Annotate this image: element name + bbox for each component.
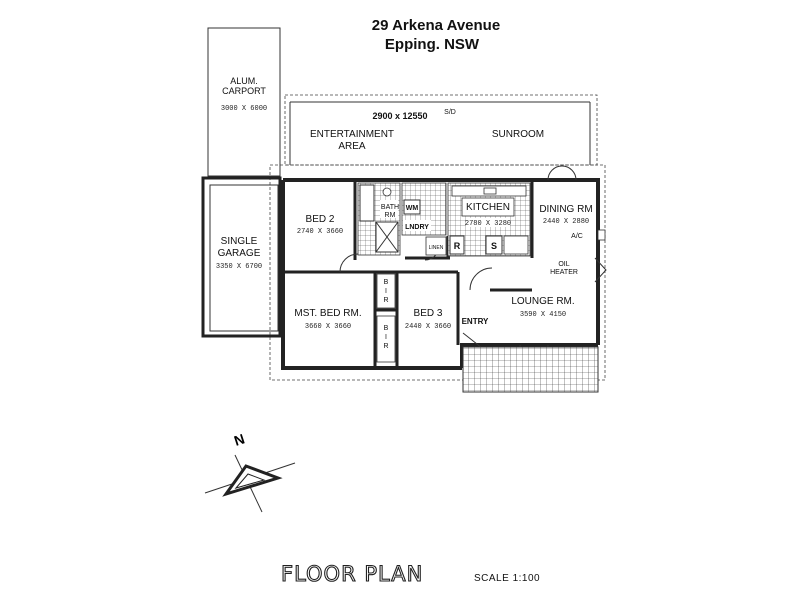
outdoor-dimensions: 2900 x 12550 xyxy=(372,111,427,121)
bathroom-label-2: RM xyxy=(385,212,396,219)
bir-1-letter-r: R xyxy=(383,297,388,304)
carport-label-2: CARPORT xyxy=(222,86,266,96)
built-in-robe-2: B I R xyxy=(376,315,396,363)
sliding-door-label: S/D xyxy=(444,109,456,116)
dining-label: DINING RM xyxy=(539,204,592,215)
oil-heater-label-2: HEATER xyxy=(550,269,578,276)
floor-plan-title: FLOOR PLAN xyxy=(281,562,423,586)
bir-1-letter-b: B xyxy=(384,279,389,286)
entertainment-area-label: ENTERTAINMENT xyxy=(310,129,394,140)
kitchen-label: KITCHEN xyxy=(466,202,510,213)
carport-dimensions: 3000 X 6000 xyxy=(221,105,267,113)
master-bedroom-dimensions: 3660 X 3660 xyxy=(305,323,351,331)
lounge-dimensions: 3590 X 4150 xyxy=(520,311,566,319)
bed-2: BED 2 2740 X 3660 xyxy=(297,214,343,236)
built-in-robe-1: B I R xyxy=(376,273,396,309)
refrigerator-label: R xyxy=(454,241,461,251)
linen-label: LINEN xyxy=(429,245,444,251)
garage-label: SINGLE xyxy=(221,236,258,247)
lounge-room: LOUNGE RM. 3590 X 4150 xyxy=(511,296,574,319)
stove-label: S xyxy=(491,241,497,251)
bir-2-letter-r: R xyxy=(383,343,388,350)
bed-3-dimensions: 2440 X 3660 xyxy=(405,323,451,331)
dining-dimensions: 2440 X 2880 xyxy=(543,218,589,226)
sunroom-label: SUNROOM xyxy=(492,129,544,140)
master-bedroom: MST. BED RM. 3660 X 3660 xyxy=(294,308,361,331)
garage: SINGLE GARAGE 3350 X 6700 xyxy=(201,176,282,338)
kitchen: KITCHEN 2780 X 3280 R S xyxy=(447,182,531,257)
bed-3-label: BED 3 xyxy=(414,308,443,319)
front-patio xyxy=(462,346,599,393)
laundry-label: LNDRY xyxy=(405,224,429,231)
lounge-label: LOUNGE RM. xyxy=(511,296,574,307)
bed-3: BED 3 2440 X 3660 xyxy=(405,308,451,331)
entry-label: ENTRY xyxy=(462,317,489,326)
address-suburb: Epping. NSW xyxy=(385,36,480,53)
outdoor-area: 2900 x 12550 S/D ENTERTAINMENT AREA SUNR… xyxy=(284,94,598,166)
north-arrow-icon: N xyxy=(204,431,296,513)
bir-2-letter-i: I xyxy=(385,334,387,341)
bir-1-letter-i: I xyxy=(385,288,387,295)
bathroom: BATH RM xyxy=(357,182,401,256)
bir-2-letter-b: B xyxy=(384,325,389,332)
garage-label-2: GARAGE xyxy=(218,248,261,259)
carport-label: ALUM. xyxy=(230,76,258,86)
laundry: WM LNDRY LINEN xyxy=(401,182,447,256)
carport: ALUM. CARPORT 3000 X 6000 xyxy=(207,27,281,177)
scale-label: SCALE 1:100 xyxy=(474,573,540,584)
north-label: N xyxy=(232,431,247,449)
bed-2-dimensions: 2740 X 3660 xyxy=(297,228,343,236)
air-conditioner-label: A/C xyxy=(571,233,583,240)
master-bedroom-label: MST. BED RM. xyxy=(294,308,361,319)
bathroom-label: BATH xyxy=(381,204,399,211)
garage-dimensions: 3350 X 6700 xyxy=(216,263,262,271)
kitchen-dimensions: 2780 X 3280 xyxy=(465,220,511,228)
dining-room: DINING RM 2440 X 2880 A/C OIL HEATER xyxy=(539,204,606,276)
oil-heater-label: OIL xyxy=(558,261,569,268)
washing-machine-label: WM xyxy=(406,205,419,212)
address-street: 29 Arkena Avenue xyxy=(372,17,500,34)
bed-2-label: BED 2 xyxy=(306,214,335,225)
entertainment-area-label-2: AREA xyxy=(338,141,366,152)
